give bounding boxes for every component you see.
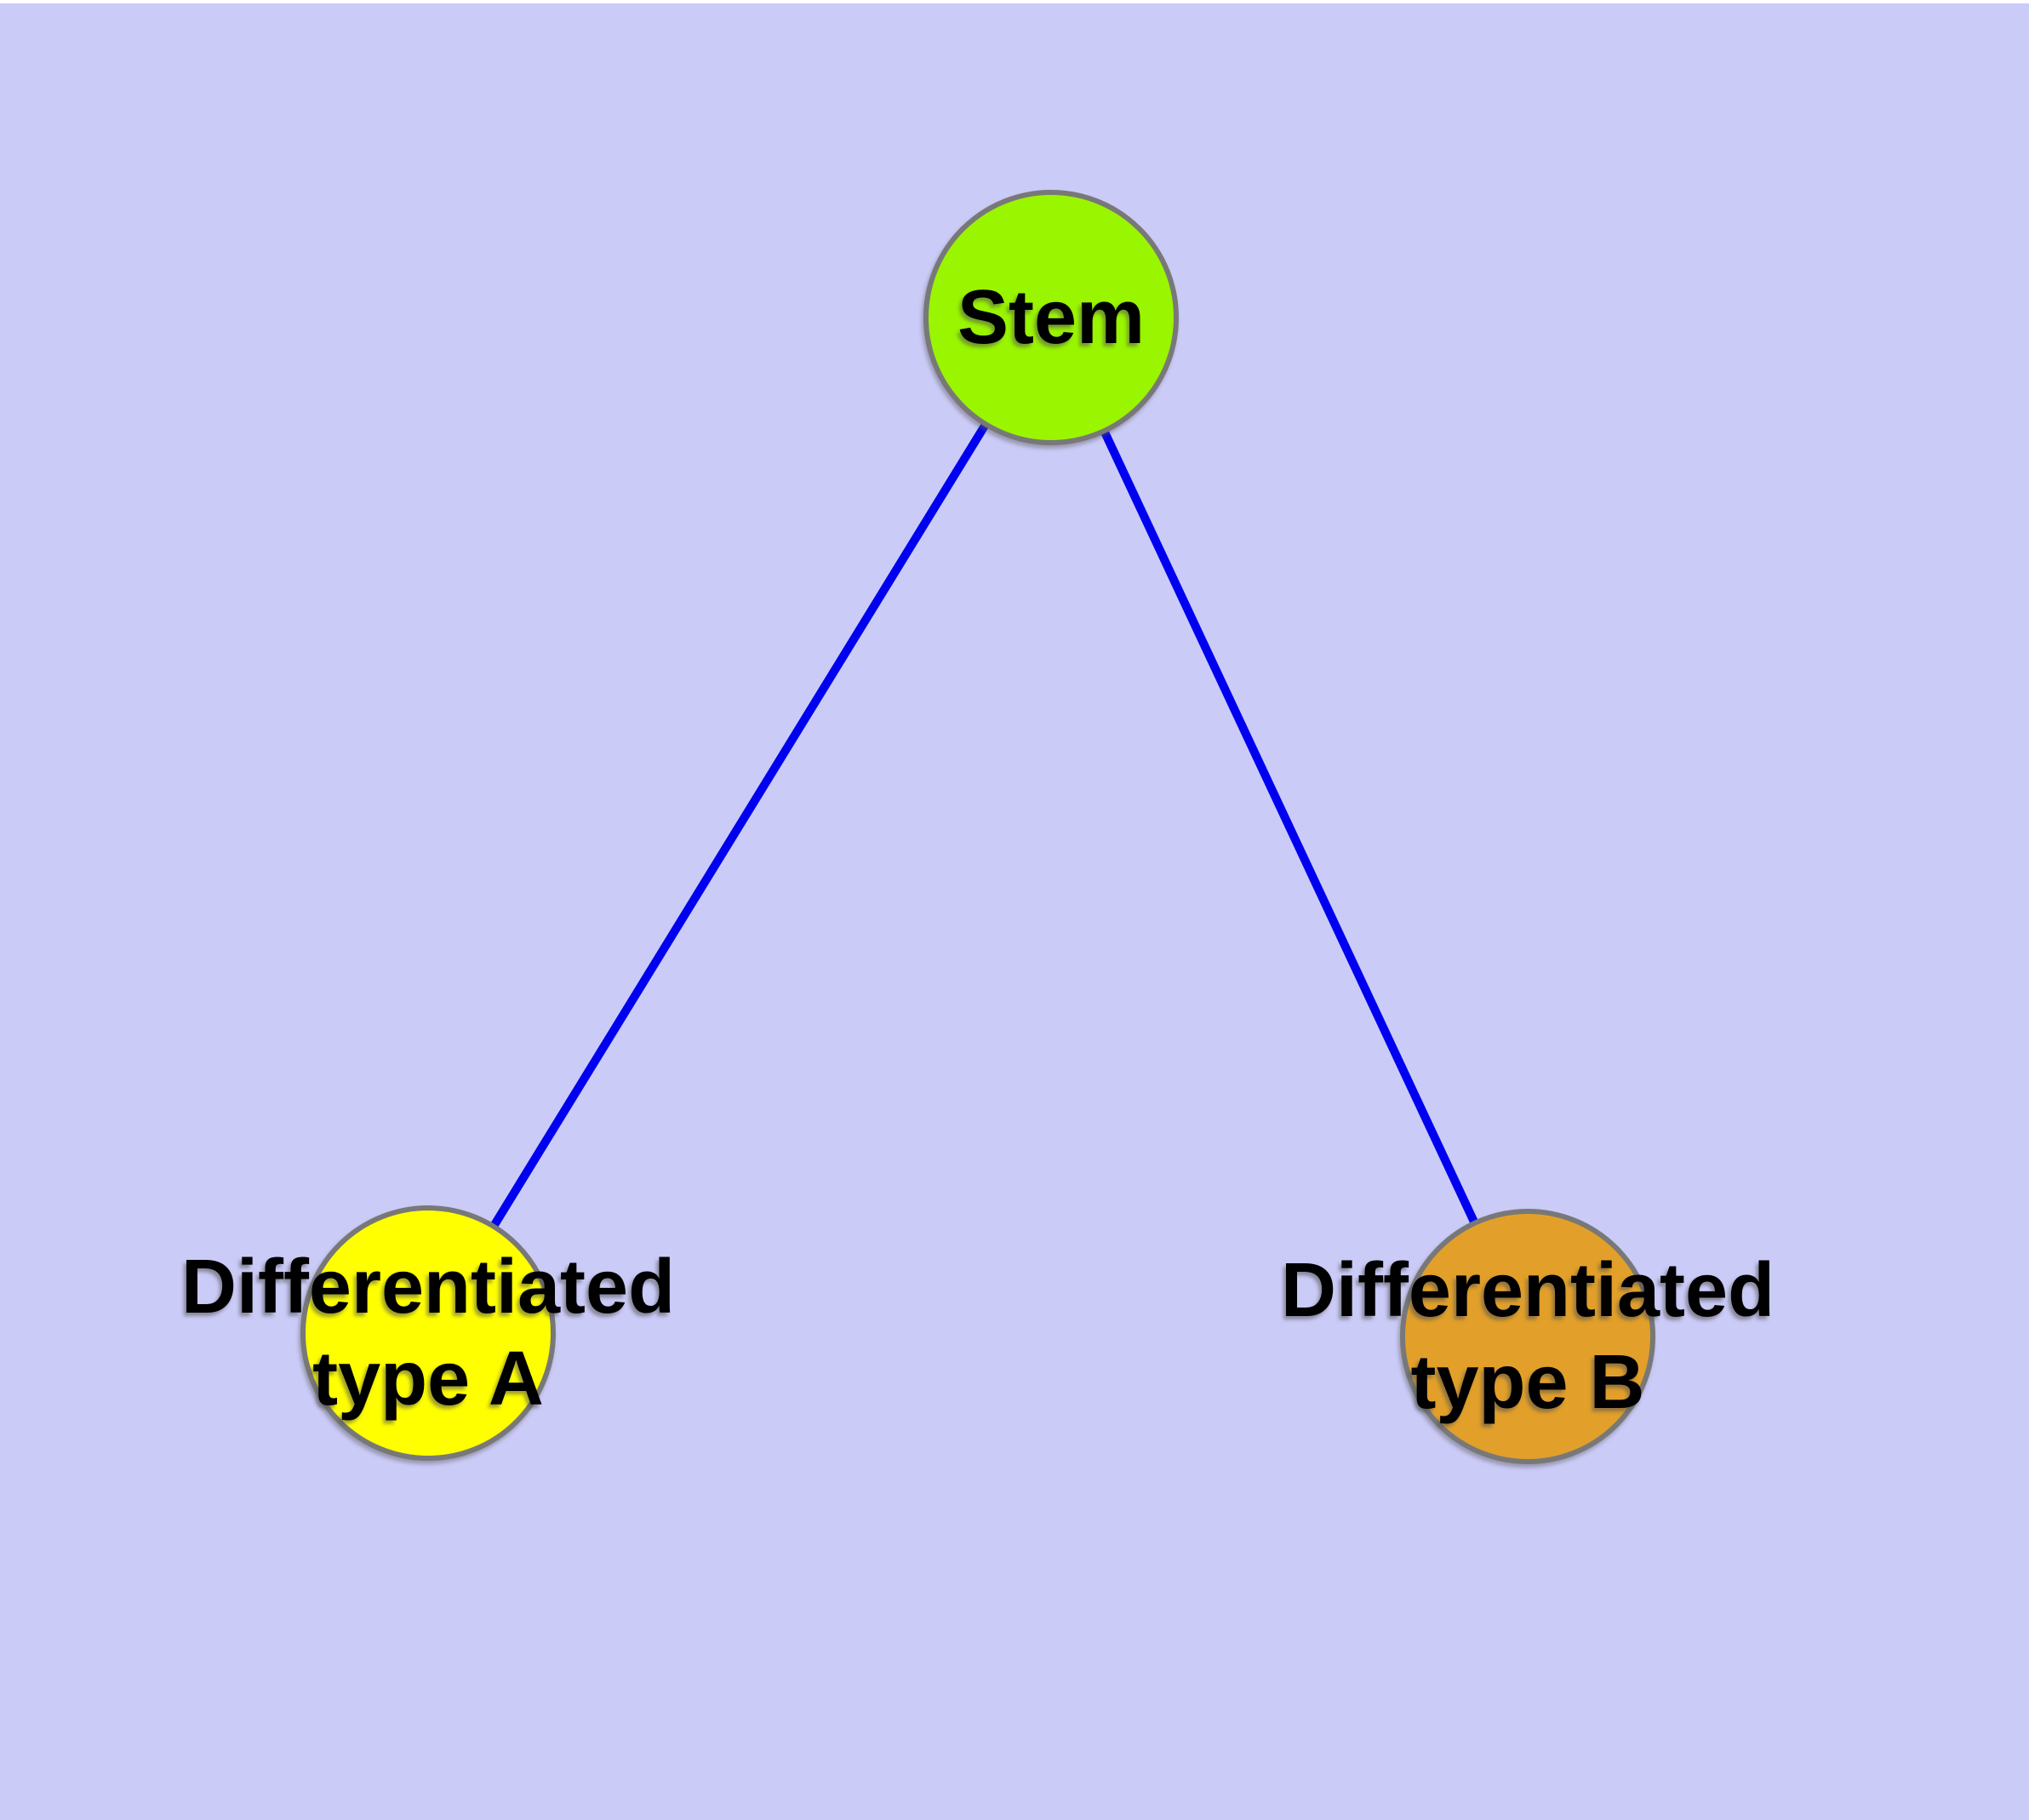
edge-stem-to-type-b [1047, 315, 1532, 1339]
diagram-canvas: Stem Differentiated type A Differentiate… [0, 3, 2029, 1820]
node-differentiated-type-a: Differentiated type A [181, 1205, 675, 1461]
edges-layer [424, 315, 1532, 1339]
top-margin [0, 0, 2029, 3]
node-stem: Stem [923, 190, 1179, 445]
node-stem-label: Stem [957, 275, 1146, 360]
edge-stem-to-type-a [424, 315, 1055, 1336]
node-differentiated-type-b: Differentiated type B [1281, 1209, 1775, 1464]
